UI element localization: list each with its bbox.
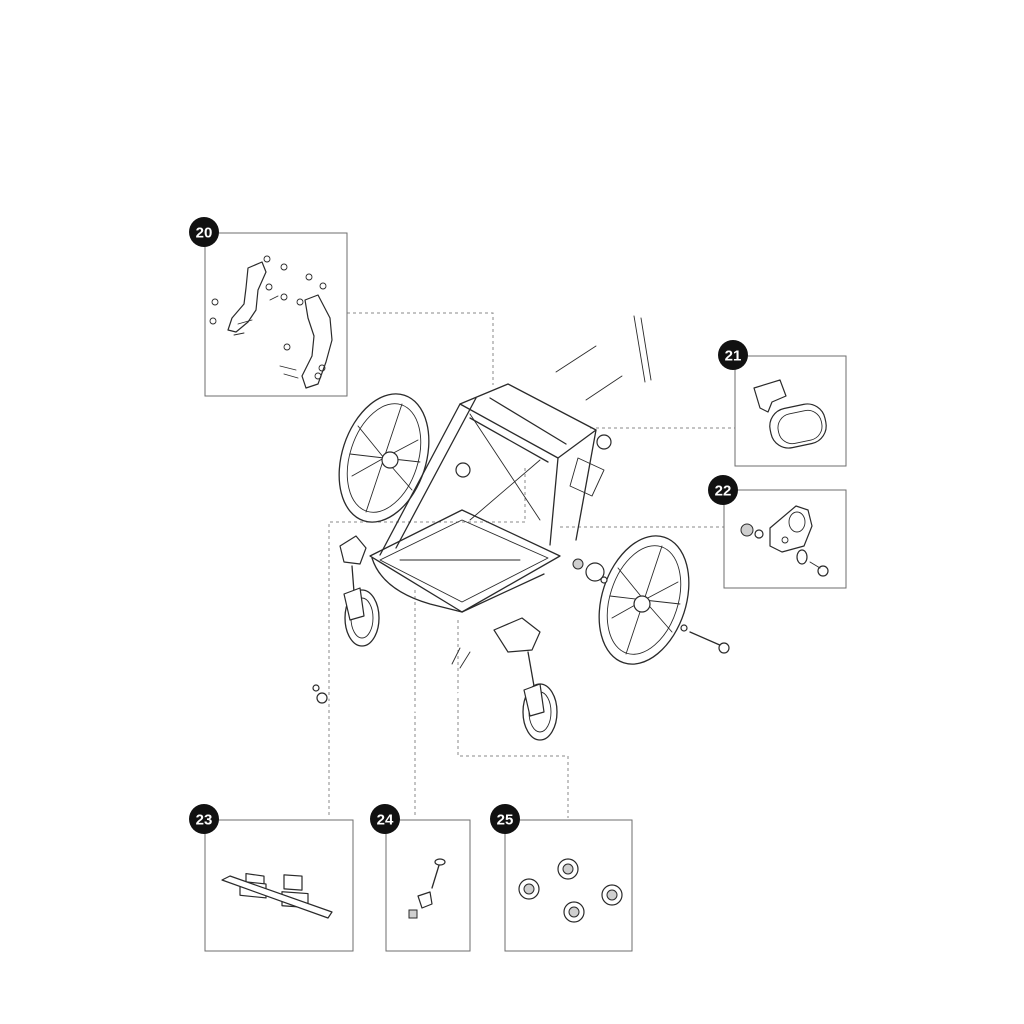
leader-lines: [328, 312, 735, 818]
callout-21: 21: [718, 340, 748, 370]
handle-clamp-illustration: [753, 379, 827, 449]
callout-22: 22: [708, 475, 738, 505]
callout-20: 20: [189, 217, 219, 247]
leader-25: [457, 620, 569, 818]
leader-23: [328, 468, 526, 818]
callout-25: 25: [490, 804, 520, 834]
callout-number: 25: [497, 812, 514, 829]
pin-illustration: [408, 858, 446, 919]
callout-24: 24: [370, 804, 400, 834]
callout-number: 21: [725, 348, 742, 365]
bracket-set-illustration: [209, 255, 333, 389]
callout-number: 20: [196, 225, 213, 242]
part-box-24: [385, 819, 471, 952]
callout-23: 23: [189, 804, 219, 834]
callout-number: 22: [715, 483, 732, 500]
callout-number: 24: [377, 812, 394, 829]
leader-20: [347, 312, 494, 385]
axle-kit-illustration: [740, 505, 829, 577]
stroller-frame-assembly: [266, 283, 730, 741]
plate-kit-illustration: [221, 872, 333, 919]
callout-number: 23: [196, 812, 213, 829]
part-box-23: [204, 819, 354, 952]
clip-set-illustration: [518, 858, 623, 923]
